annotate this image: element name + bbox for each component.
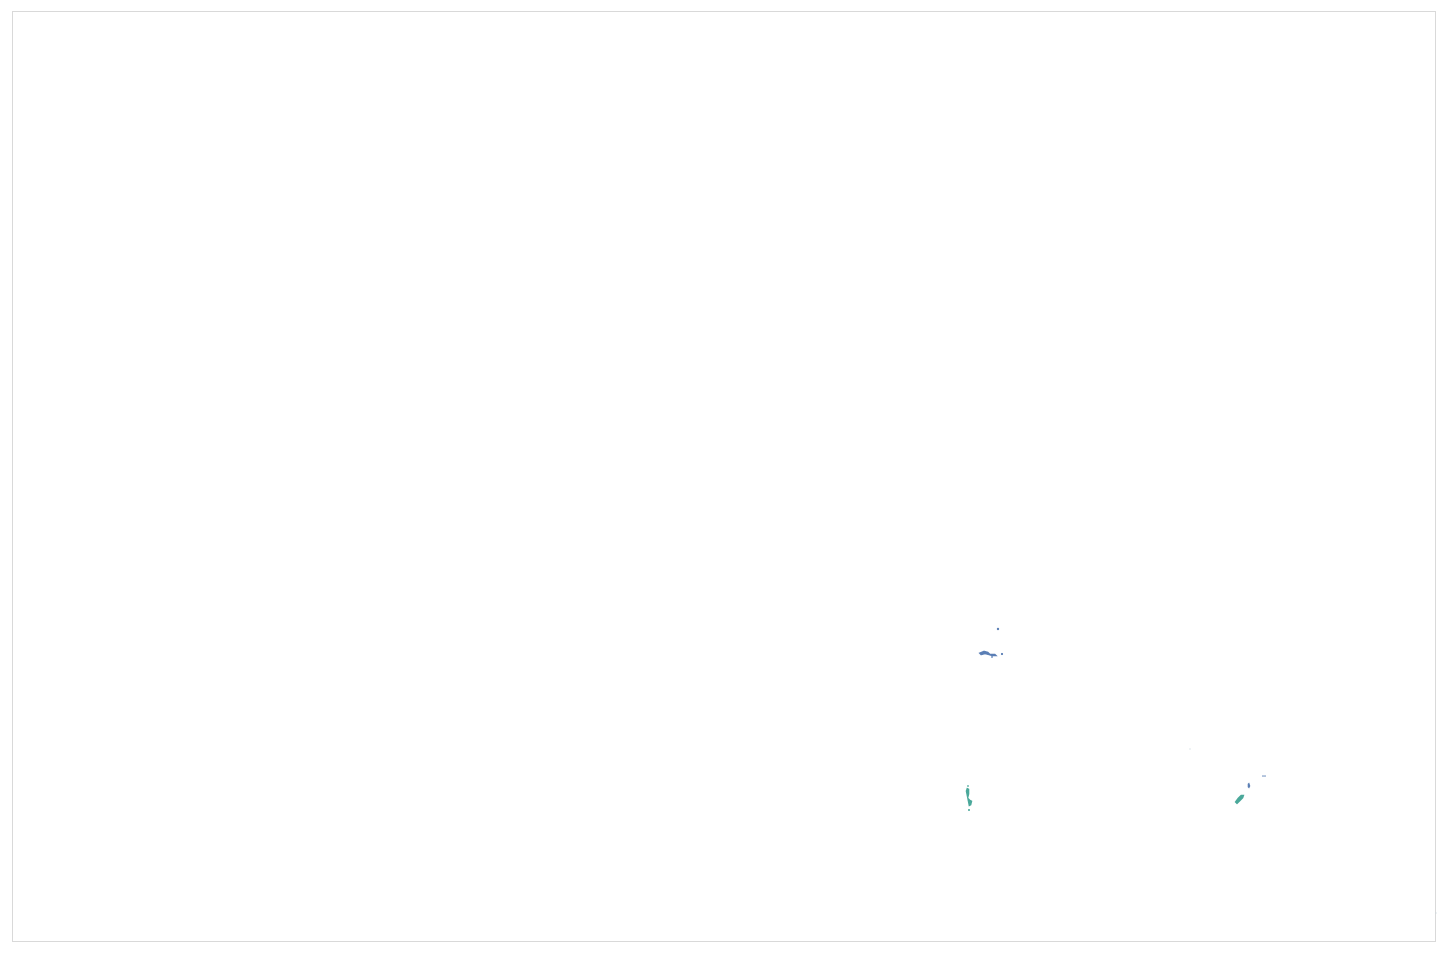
feature-dot (967, 785, 969, 787)
feature-dot-faint (1189, 748, 1191, 750)
feature-dot (996, 627, 1000, 631)
feature-shape (1247, 782, 1251, 789)
feature-dot (1262, 775, 1264, 777)
feature-cluster-blue (978, 627, 1004, 658)
feature-cluster-teal-left (965, 785, 973, 811)
feature-shape (965, 787, 973, 807)
feature-dot-faint (1435, 912, 1437, 914)
map-frame[interactable] (12, 11, 1436, 942)
feature-shape (978, 650, 998, 657)
feature-dot (1000, 652, 1004, 656)
feature-cluster-teal-right (1234, 775, 1266, 805)
feature-dot (991, 656, 993, 658)
feature-dot (967, 808, 970, 811)
feature-dot (1264, 775, 1266, 777)
feature-shape (1234, 794, 1245, 805)
